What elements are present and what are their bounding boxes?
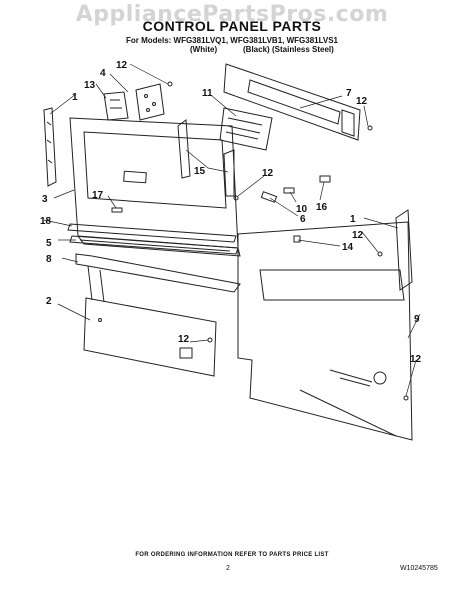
page-number: 2 bbox=[226, 565, 230, 572]
page-title: CONTROL PANEL PARTS bbox=[142, 18, 322, 34]
models-line: For Models: WFG381LVQ1, WFG381LVB1, WFG3… bbox=[125, 36, 339, 45]
callout-5: 5 bbox=[46, 238, 52, 249]
callout-15: 15 bbox=[194, 166, 206, 177]
spring-clip-15b bbox=[223, 149, 235, 197]
control-panel bbox=[69, 117, 239, 249]
part-14 bbox=[293, 235, 301, 243]
callout-1-right: 1 bbox=[350, 214, 356, 225]
callout-13: 13 bbox=[84, 80, 96, 91]
spring-clip-15a bbox=[177, 119, 191, 179]
part-16 bbox=[319, 175, 331, 183]
screw-12f bbox=[403, 395, 409, 401]
part-10 bbox=[283, 187, 295, 194]
bracket-8 bbox=[75, 253, 241, 293]
callout-11: 11 bbox=[202, 88, 213, 99]
screw-12e bbox=[377, 251, 383, 257]
callout-6: 6 bbox=[300, 214, 306, 225]
lower-panel-2 bbox=[83, 297, 217, 377]
screw-12a bbox=[167, 81, 173, 87]
electronic-control bbox=[219, 107, 273, 151]
callout-12-right: 12 bbox=[352, 230, 364, 241]
callout-12-cover: 12 bbox=[356, 96, 368, 107]
callout-7: 7 bbox=[346, 88, 352, 99]
callout-12-rear: 12 bbox=[410, 354, 422, 365]
rear-cover bbox=[223, 63, 361, 141]
callout-4: 4 bbox=[100, 68, 106, 79]
ordering-note: FOR ORDERING INFORMATION REFER TO PARTS … bbox=[135, 552, 329, 558]
callout-10: 10 bbox=[296, 204, 308, 215]
switch-plate bbox=[135, 83, 165, 121]
callout-12-lower: 12 bbox=[178, 334, 190, 345]
callout-18: 18 bbox=[40, 216, 52, 227]
callout-2: 2 bbox=[46, 296, 52, 307]
callout-8: 8 bbox=[46, 254, 52, 265]
finish-black: (Black) bbox=[243, 45, 270, 54]
control-clip-13 bbox=[103, 91, 129, 121]
finish-stainless: (Stainless Steel) bbox=[272, 45, 334, 54]
callout-3: 3 bbox=[42, 194, 48, 205]
trim-strip-18 bbox=[67, 223, 237, 243]
callout-14: 14 bbox=[342, 242, 354, 253]
callout-1-left: 1 bbox=[72, 92, 78, 103]
right-side-bracket bbox=[395, 209, 413, 291]
callout-16: 16 bbox=[316, 202, 328, 213]
screw-12d bbox=[207, 337, 213, 343]
screw-12b bbox=[367, 125, 373, 131]
watermark: AppliancePartsPros.com bbox=[75, 2, 389, 27]
finish-white: (White) bbox=[190, 45, 218, 54]
rear-panel bbox=[237, 221, 413, 441]
callout-9: 9 bbox=[414, 314, 420, 325]
left-side-bracket bbox=[43, 107, 57, 187]
part-17 bbox=[111, 207, 123, 213]
document-number: W10245785 bbox=[400, 565, 438, 572]
callout-12-top: 12 bbox=[116, 60, 128, 71]
part-6 bbox=[260, 191, 278, 203]
callout-12-panel: 12 bbox=[262, 168, 274, 179]
callout-17: 17 bbox=[92, 190, 104, 201]
screw-12c bbox=[233, 195, 239, 201]
